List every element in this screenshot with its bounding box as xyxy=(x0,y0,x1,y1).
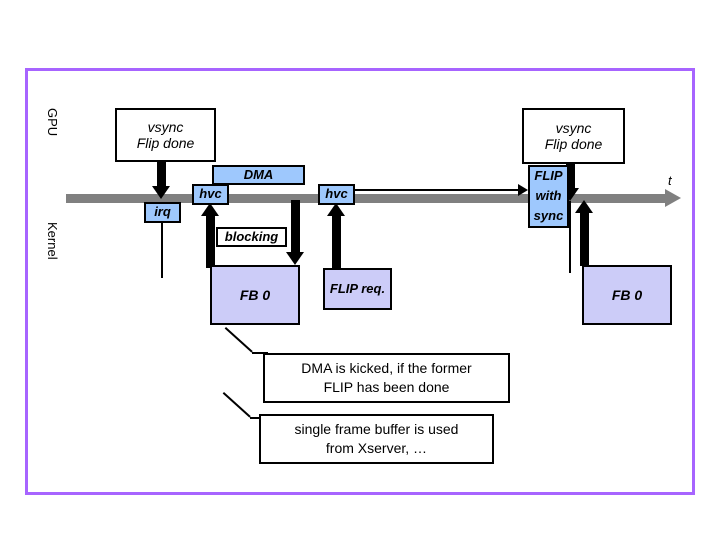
flip-with-sync-line3: sync xyxy=(533,207,564,223)
buffer-box-flip-req: FLIP req. xyxy=(323,268,392,310)
vsync-left-line2: Flip done xyxy=(136,135,195,151)
timeline-axis xyxy=(66,194,666,203)
callout-fb-line2: from Xserver, … xyxy=(325,440,428,456)
lane-label-kernel: Kernel xyxy=(45,222,60,260)
callout-dma-line2: FLIP has been done xyxy=(323,379,450,395)
connector-hvc2-to-flip-arrowhead xyxy=(518,184,528,196)
flip-with-sync-line1: FLIP xyxy=(534,168,563,184)
timeline-box-hvc-1: hvc xyxy=(192,184,229,205)
timeline-box-flip-with-sync: FLIP with sync xyxy=(528,165,569,228)
vsync-right-line2: Flip done xyxy=(544,136,603,152)
timeline-box-hvc-2: hvc xyxy=(318,184,355,205)
vsync-right-line1: vsync xyxy=(555,119,592,136)
timeline-arrow-icon xyxy=(665,189,681,207)
buffer-box-fb0-left: FB 0 xyxy=(210,265,300,325)
lifeline-irq xyxy=(161,223,163,278)
time-axis-label: t xyxy=(668,173,672,188)
label-box-blocking: blocking xyxy=(216,227,287,247)
lifeline-vsync-right xyxy=(569,201,571,273)
callout-single-framebuffer: single frame buffer is used from Xserver… xyxy=(259,414,494,464)
event-box-vsync-right: vsync Flip done xyxy=(522,108,625,164)
buffer-box-fb0-right: FB 0 xyxy=(582,265,672,325)
lane-label-gpu: GPU xyxy=(45,108,60,137)
leader-line-fb-callout-stub xyxy=(250,417,266,419)
timeline-box-irq: irq xyxy=(144,202,181,223)
callout-dma-line1: DMA is kicked, if the former xyxy=(301,360,472,377)
callout-dma-kicked: DMA is kicked, if the former FLIP has be… xyxy=(263,353,510,403)
flip-with-sync-line2: with xyxy=(535,188,562,204)
slide-frame xyxy=(25,68,695,495)
leader-line-dma-callout-stub xyxy=(252,352,268,354)
timeline-box-dma: DMA xyxy=(212,165,305,185)
vsync-left-line1: vsync xyxy=(147,118,184,135)
callout-fb-line1: single frame buffer is used xyxy=(294,421,459,438)
connector-hvc2-to-flip xyxy=(355,189,518,191)
event-box-vsync-left: vsync Flip done xyxy=(115,108,216,162)
